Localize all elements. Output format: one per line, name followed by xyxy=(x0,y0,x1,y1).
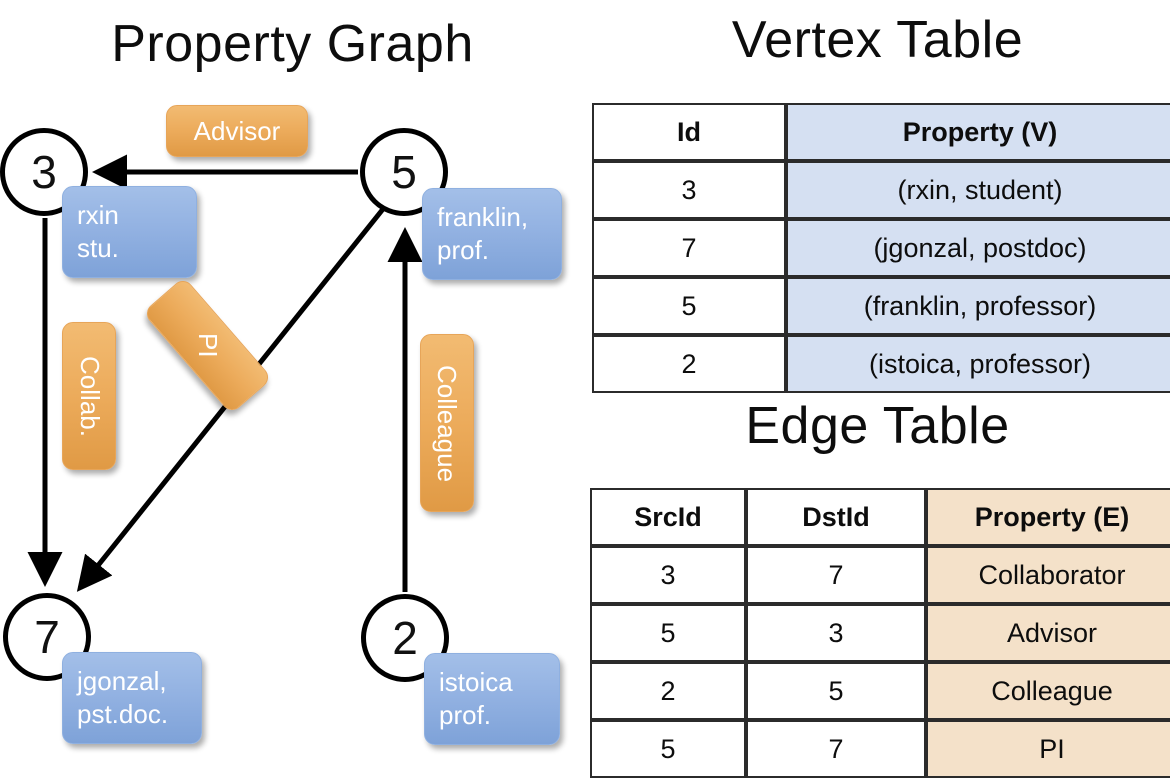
edge-label-text-pi: PI xyxy=(192,333,223,358)
page-title-vertex-table: Vertex Table xyxy=(731,11,1024,69)
node-property-line1-istoica: istoica xyxy=(439,666,513,697)
vertex-table-header-row: Id Property (V) xyxy=(592,103,1170,161)
vertex-cell-id: 7 xyxy=(592,219,786,277)
edge-cell-srcid: 2 xyxy=(590,662,746,720)
node-property-lines-franklin: franklin, prof. xyxy=(437,201,528,268)
node-property-line1-franklin: franklin, xyxy=(437,201,529,232)
node-property-box-franklin[interactable]: franklin, prof. xyxy=(422,188,562,280)
vertex-cell-property: (rxin, student) xyxy=(786,161,1170,219)
vertex-cell-property: (franklin, professor) xyxy=(786,277,1170,335)
edge-label-box-colleague[interactable]: Colleague xyxy=(420,334,474,512)
edge-label-text-advisor: Advisor xyxy=(193,115,281,146)
node-property-box-rxin[interactable]: rxin stu. xyxy=(62,186,197,278)
node-property-line2-jgonzal: pst.doc. xyxy=(77,699,169,729)
graph-node-2[interactable]: 2 xyxy=(361,594,449,682)
edge-cell-dstid: 5 xyxy=(746,662,926,720)
edge-label-box-advisor[interactable]: Advisor xyxy=(166,105,308,157)
property-graph-diagram: 3 5 7 2 rxin stu. franklin, prof. jgonza… xyxy=(0,0,585,760)
vertex-cell-id: 3 xyxy=(592,161,786,219)
node-property-line1-rxin: rxin xyxy=(77,199,119,230)
graph-node-7-id: 7 xyxy=(34,611,60,663)
graph-node-3-id: 3 xyxy=(31,146,57,198)
edge-label-text-colleague: Colleague xyxy=(432,364,463,482)
node-property-lines-istoica: istoica prof. xyxy=(439,666,513,733)
table-row[interactable]: 7 (jgonzal, postdoc) xyxy=(592,219,1170,277)
vertex-cell-property: (istoica, professor) xyxy=(786,335,1170,393)
vertex-cell-id: 2 xyxy=(592,335,786,393)
table-row[interactable]: 3 (rxin, student) xyxy=(592,161,1170,219)
node-property-line1-jgonzal: jgonzal, xyxy=(77,665,167,696)
edge-table-header-srcid: SrcId xyxy=(590,488,746,546)
node-property-box-jgonzal[interactable]: jgonzal, pst.doc. xyxy=(62,652,202,744)
edge-cell-srcid: 3 xyxy=(590,546,746,604)
node-property-line2-rxin: stu. xyxy=(77,233,119,263)
table-row[interactable]: 2 5 Colleague xyxy=(590,662,1170,720)
vertex-table-header-property: Property (V) xyxy=(786,103,1170,161)
edge-cell-dstid: 7 xyxy=(746,720,926,778)
table-row[interactable]: 5 7 PI xyxy=(590,720,1170,778)
table-row[interactable]: 3 7 Collaborator xyxy=(590,546,1170,604)
edge-table-header-row: SrcId DstId Property (E) xyxy=(590,488,1170,546)
page-title-edge-table: Edge Table xyxy=(745,397,1010,455)
vertex-cell-property: (jgonzal, postdoc) xyxy=(786,219,1170,277)
vertex-table-header-id: Id xyxy=(592,103,786,161)
edge-label-box-collab[interactable]: Collab. xyxy=(62,322,116,470)
edge-table-header-dstid: DstId xyxy=(746,488,926,546)
graph-node-5[interactable]: 5 xyxy=(360,128,448,216)
table-row[interactable]: 5 3 Advisor xyxy=(590,604,1170,662)
edge-cell-dstid: 7 xyxy=(746,546,926,604)
graph-node-2-id: 2 xyxy=(392,612,418,664)
table-row[interactable]: 5 (franklin, professor) xyxy=(592,277,1170,335)
edge-cell-srcid: 5 xyxy=(590,604,746,662)
vertex-cell-id: 5 xyxy=(592,277,786,335)
edge-cell-srcid: 5 xyxy=(590,720,746,778)
edge-cell-dstid: 3 xyxy=(746,604,926,662)
node-property-lines-jgonzal: jgonzal, pst.doc. xyxy=(77,665,168,732)
edge-table: SrcId DstId Property (E) 3 7 Collaborato… xyxy=(590,488,1170,778)
node-property-line2-franklin: prof. xyxy=(437,235,490,265)
vertex-table: Id Property (V) 3 (rxin, student) 7 (jgo… xyxy=(592,103,1170,393)
edge-table-header-property: Property (E) xyxy=(926,488,1170,546)
edge-cell-property: PI xyxy=(926,720,1170,778)
page-title-property-graph: Property Graph xyxy=(111,15,474,73)
node-property-lines-rxin: rxin stu. xyxy=(77,199,119,266)
edge-cell-property: Colleague xyxy=(926,662,1170,720)
edge-cell-property: Collaborator xyxy=(926,546,1170,604)
table-row[interactable]: 2 (istoica, professor) xyxy=(592,335,1170,393)
graph-node-5-id: 5 xyxy=(391,146,417,198)
node-property-box-istoica[interactable]: istoica prof. xyxy=(424,653,560,745)
edge-cell-property: Advisor xyxy=(926,604,1170,662)
node-property-line2-istoica: prof. xyxy=(439,700,492,730)
edge-label-text-collab: Collab. xyxy=(74,355,105,437)
